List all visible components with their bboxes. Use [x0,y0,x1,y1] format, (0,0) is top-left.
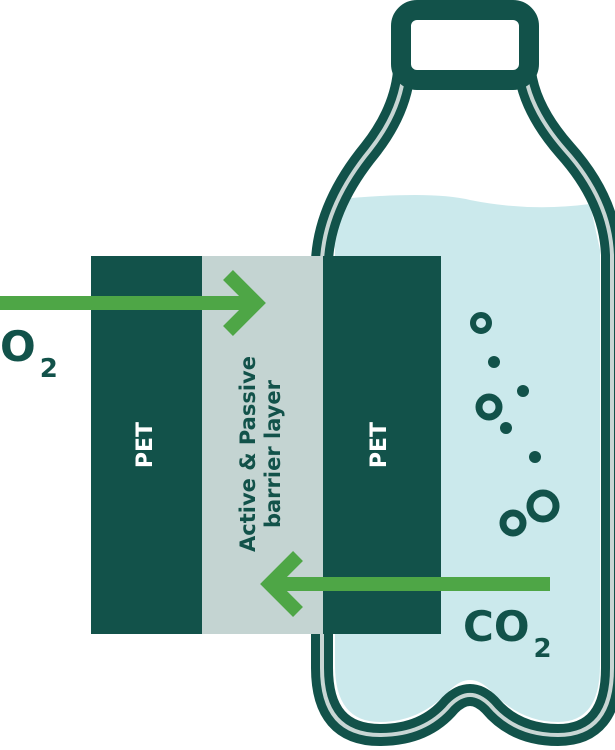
barrier-label: Active & Passive barrier layer [236,329,288,579]
arrow-right-icon [0,270,266,336]
carbon-dioxide-subscript: 2 [533,634,552,664]
arrow-left-icon [260,551,550,617]
oxygen-symbol: O [0,322,36,371]
bubble-icon [470,312,560,537]
oxygen-subscript: 2 [39,354,58,384]
outer-pet-label: PET [133,421,158,469]
inner-pet-layer [323,256,441,634]
inner-pet-label: PET [367,421,392,469]
barrier-label-line2: barrier layer [261,379,285,529]
outer-pet-layer [91,256,202,634]
bottle-highlight [320,71,614,737]
carbon-dioxide-symbol: CO [463,602,530,651]
barrier-label-line1: Active & Passive [236,356,260,552]
barrier-layer [202,256,323,634]
bottle-cap [391,0,539,90]
